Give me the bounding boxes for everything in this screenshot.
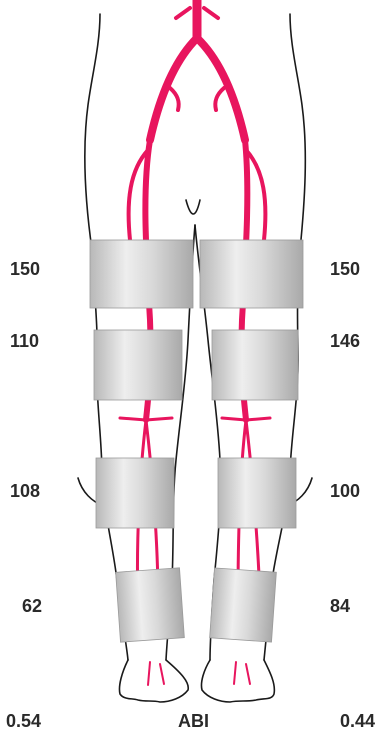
cuff-right-ankle	[210, 568, 277, 642]
left-ankle-pressure: 62	[22, 597, 42, 615]
abi-label: ABI	[178, 712, 209, 730]
right-foot-artery	[234, 662, 250, 684]
right-high-thigh-pressure: 150	[330, 260, 360, 278]
right-below-knee-pressure: 100	[330, 482, 360, 500]
cuff-left-below-knee	[96, 458, 174, 528]
abi-right-value: 0.44	[340, 712, 375, 730]
left-high-thigh-pressure: 150	[10, 260, 40, 278]
cuff-left-high-thigh	[90, 240, 193, 308]
left-foot-outline	[119, 660, 188, 702]
cuff-right-high-thigh	[200, 240, 303, 308]
cuff-left-above-knee	[94, 330, 182, 400]
abi-left-value: 0.54	[6, 712, 41, 730]
left-below-knee-pressure: 108	[10, 482, 40, 500]
cuff-left-ankle	[116, 568, 185, 642]
cuff-right-below-knee	[218, 458, 296, 528]
right-iliac-branch	[215, 88, 224, 110]
left-iliac-branch	[170, 88, 179, 110]
cuff-right-above-knee	[212, 330, 298, 400]
right-ankle-pressure: 84	[330, 597, 350, 615]
crotch-outline	[186, 200, 200, 214]
left-foot-artery	[148, 662, 164, 685]
left-above-knee-pressure: 110	[10, 332, 39, 350]
pressure-cuffs	[90, 240, 303, 642]
right-foot-outline	[201, 660, 274, 702]
right-above-knee-pressure: 146	[330, 332, 360, 350]
